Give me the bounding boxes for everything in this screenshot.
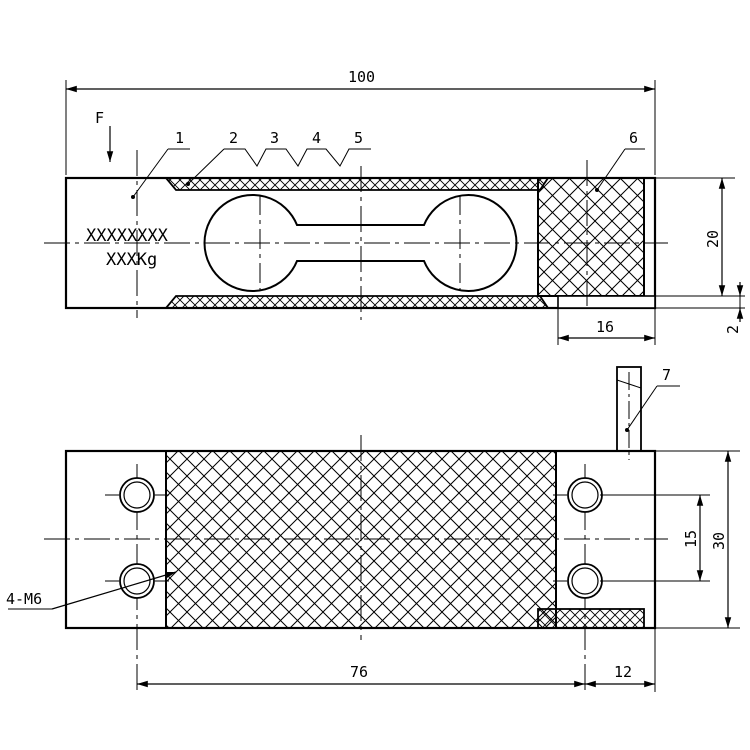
callout-6: 6	[629, 129, 638, 147]
binocular-hole	[203, 194, 518, 292]
height-dim-label: 20	[704, 230, 722, 248]
callout-4: 4	[312, 129, 321, 147]
stamp-model: XXXXXXXX	[86, 226, 169, 246]
thread-label: 4-M6	[6, 590, 42, 608]
callout-7: 7	[662, 366, 671, 384]
callout-1: 1	[175, 129, 184, 147]
cable-block	[537, 177, 645, 297]
mounting-hole-bottom-left	[119, 563, 155, 599]
end-offset-dim-label: 12	[614, 663, 632, 681]
bottom-gauge-cover	[164, 295, 550, 309]
stamp-capacity: XXXKg	[106, 250, 157, 270]
top-view: 100 F XXXXXXXX XXXKg 1	[44, 68, 745, 345]
top-gauge-cover	[164, 177, 550, 191]
callout-2: 2	[229, 129, 238, 147]
callout-3: 3	[270, 129, 279, 147]
overall-length-label: 100	[348, 68, 375, 86]
bottom-view: 7	[6, 366, 740, 692]
force-label: F	[95, 109, 104, 127]
thread-leader	[51, 571, 177, 610]
hole-width-dim-label: 15	[682, 530, 700, 548]
mounting-hole-bottom-right	[567, 563, 603, 599]
cable-outlet	[557, 295, 656, 309]
cable-block-dim-label: 16	[596, 318, 614, 336]
gap-dim-label: 2	[724, 325, 742, 334]
hole-length-dim-label: 76	[350, 663, 368, 681]
mounting-hole-top-left	[119, 477, 155, 513]
overall-width-dim-label: 30	[710, 532, 728, 550]
mounting-hole-top-right	[567, 477, 603, 513]
callout-5: 5	[354, 129, 363, 147]
cable-plate	[537, 608, 645, 629]
